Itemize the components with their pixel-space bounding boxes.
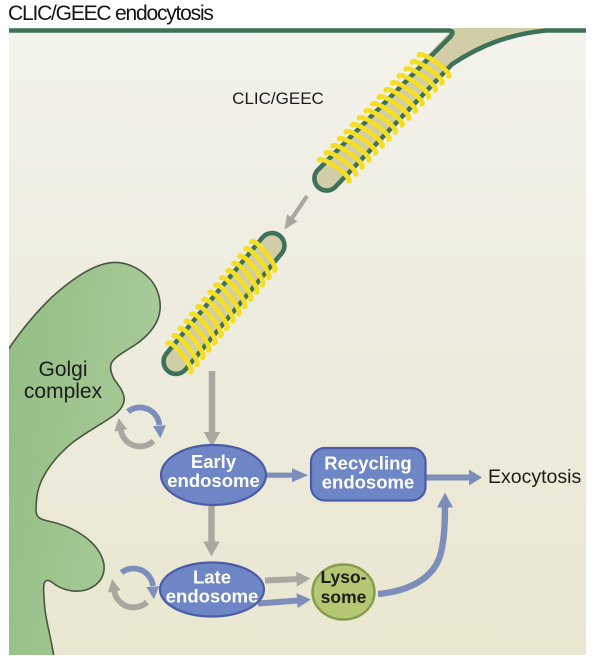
svg-text:Exocytosis: Exocytosis (488, 466, 581, 488)
svg-text:endosome: endosome (166, 586, 259, 607)
svg-text:Golgi: Golgi (38, 358, 87, 381)
svg-text:CLIC/GEEC endocytosis: CLIC/GEEC endocytosis (8, 2, 213, 25)
svg-text:Lyso-: Lyso- (320, 567, 366, 587)
svg-text:endosome: endosome (322, 472, 415, 493)
svg-text:some: some (321, 587, 367, 607)
svg-text:Late: Late (193, 567, 231, 588)
svg-text:Early: Early (191, 451, 237, 472)
svg-text:Recycling: Recycling (324, 453, 411, 474)
svg-text:CLIC/GEEC: CLIC/GEEC (232, 89, 324, 108)
svg-text:complex: complex (24, 380, 103, 403)
svg-text:endosome: endosome (167, 470, 260, 491)
